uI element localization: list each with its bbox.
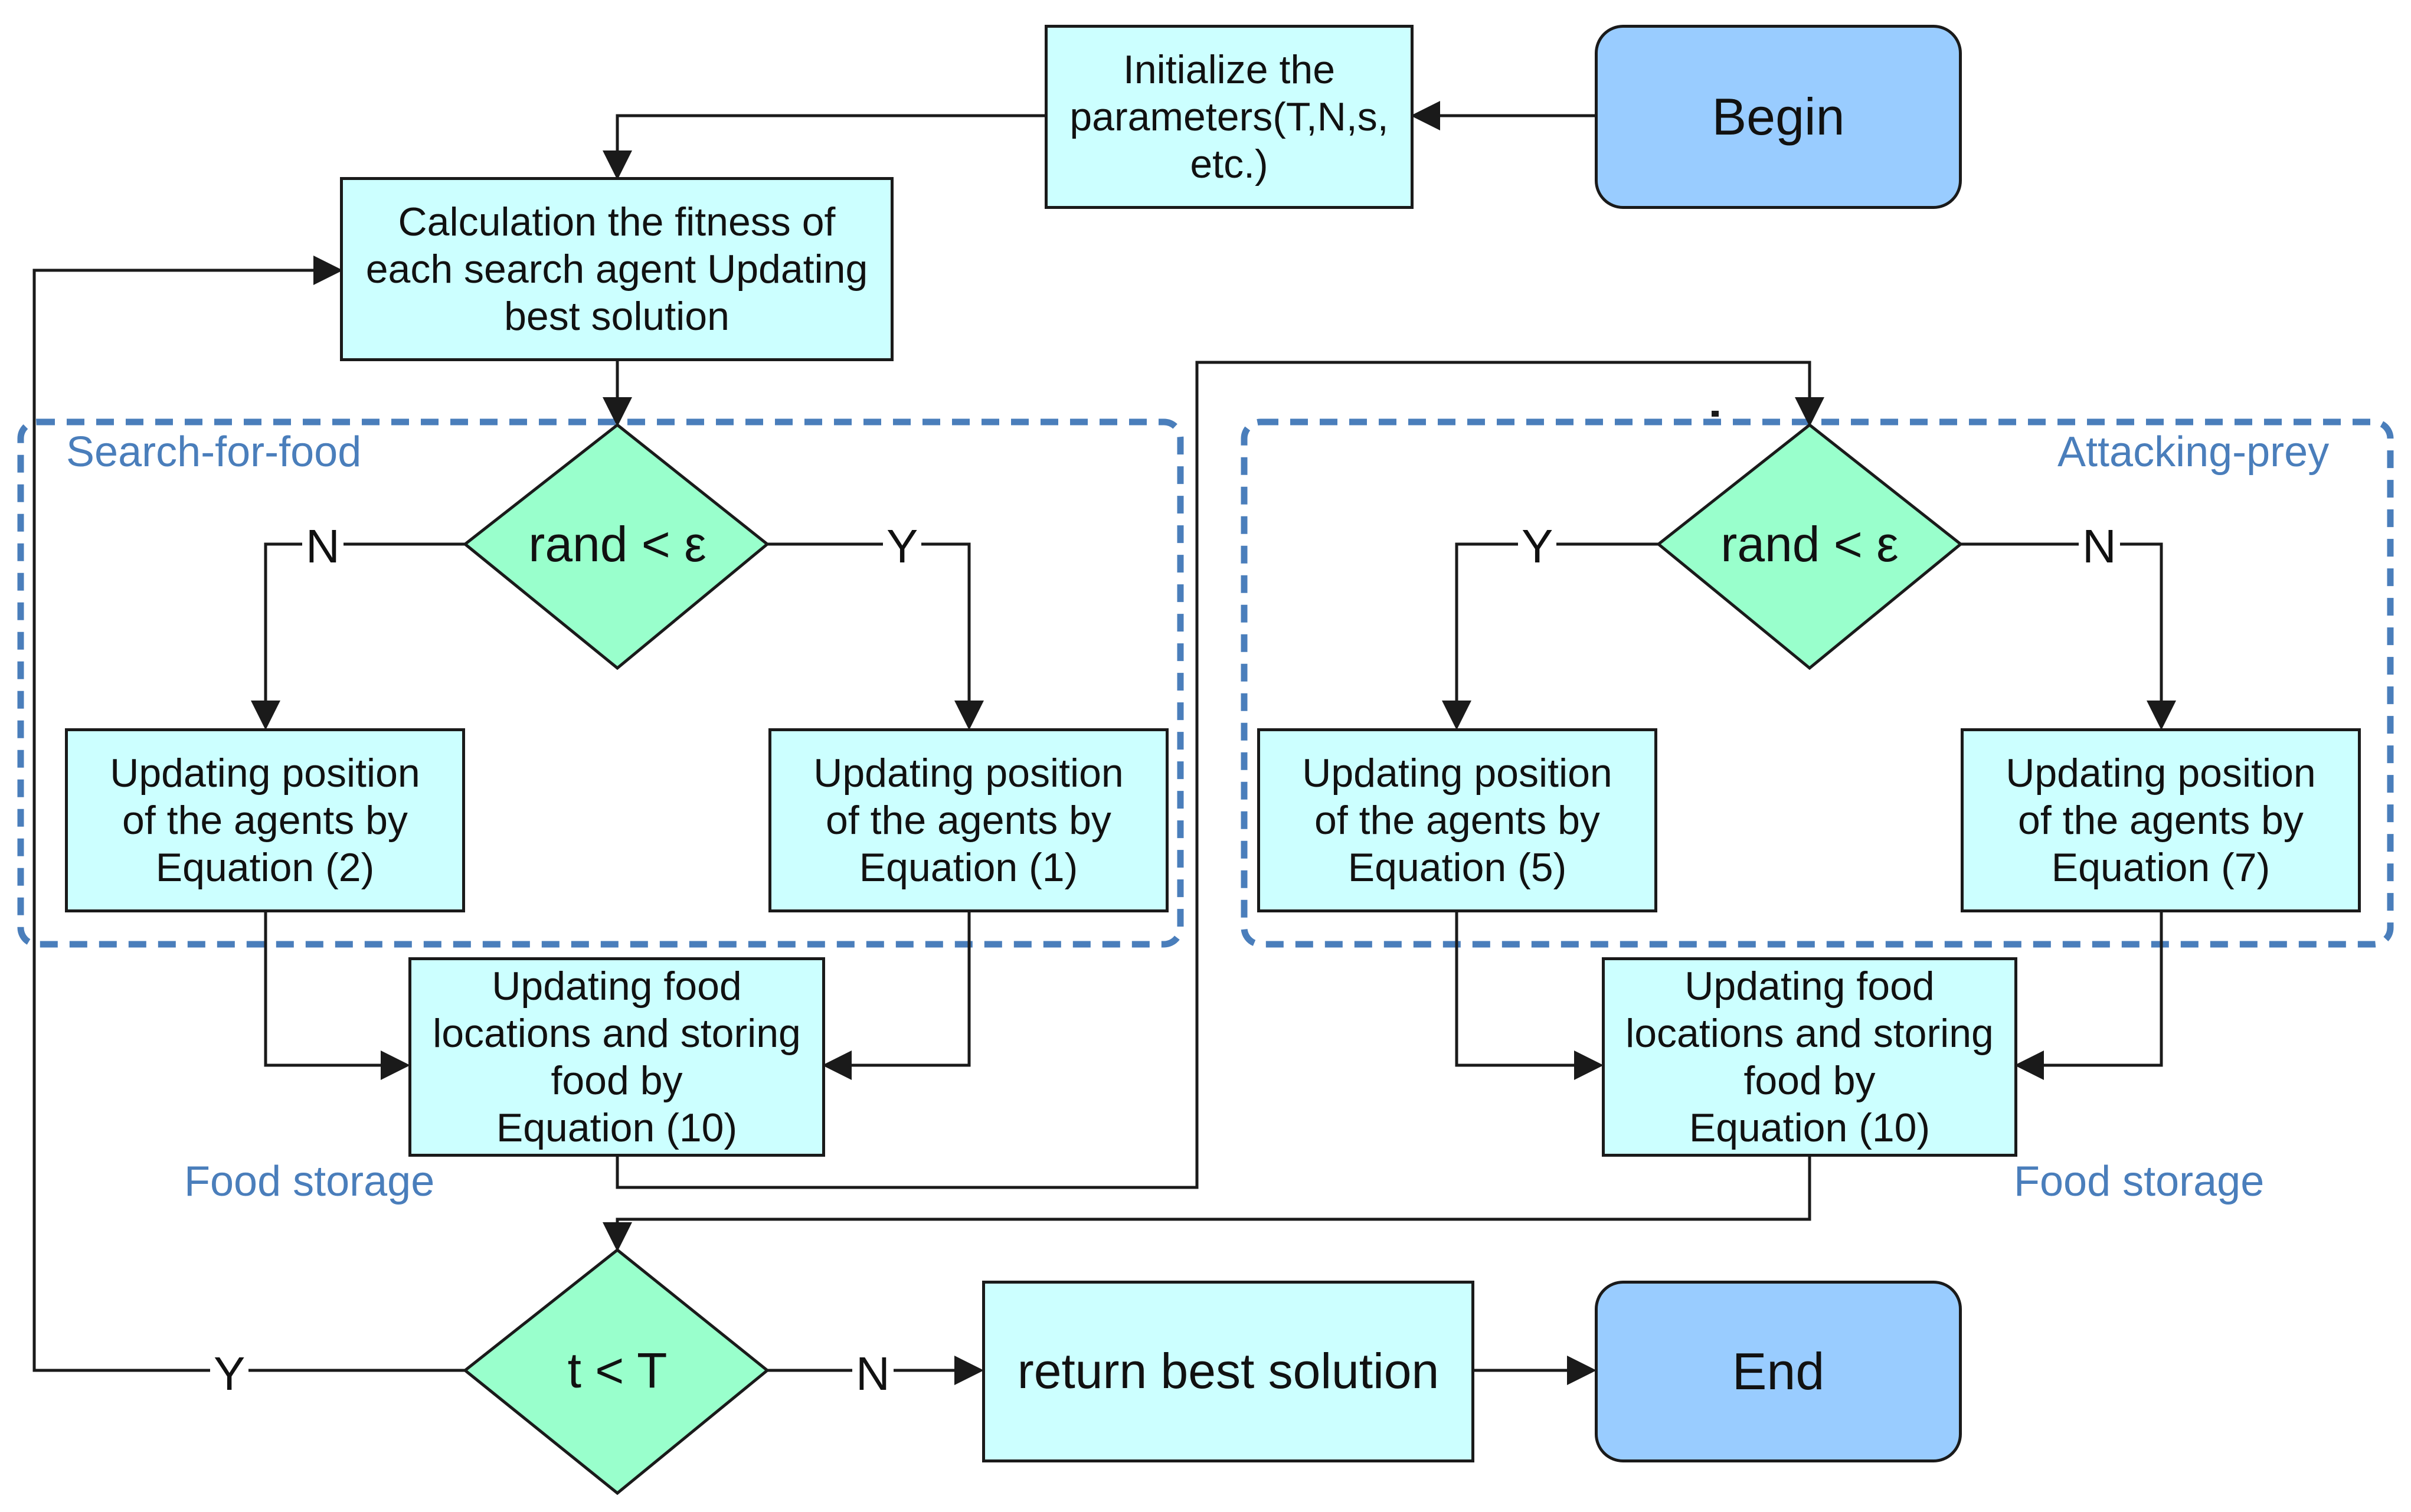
arrow-left-n-to-eq2 xyxy=(251,542,465,730)
edge-label-left-n: N xyxy=(302,523,344,570)
fitness-box: Calculation the fitness of each search a… xyxy=(340,177,894,361)
eq1-box: Updating position of the agents by Equat… xyxy=(768,728,1169,912)
region-label-search-for-food: Search-for-food xyxy=(66,428,362,476)
arrow-food-right-to-t-decision xyxy=(603,1157,1811,1252)
decision-diamond-left xyxy=(462,423,770,670)
arrow-init-to-fitness xyxy=(603,114,1045,180)
stray-dot xyxy=(1712,411,1719,417)
edge-label-left-y: Y xyxy=(883,523,922,570)
end-terminal: End xyxy=(1595,1281,1962,1462)
arrow-right-y-to-eq5 xyxy=(1442,542,1658,730)
arrow-eq7-to-food-right xyxy=(2014,912,2163,1080)
region-label-attacking-prey: Attacking-prey xyxy=(2057,428,2330,476)
eq5-box: Updating position of the agents by Equat… xyxy=(1257,728,1657,912)
arrow-loop-y-to-fitness xyxy=(32,256,465,1372)
region-label-food-storage-right: Food storage xyxy=(2014,1158,2265,1205)
decision-diamond-t xyxy=(462,1248,770,1495)
init-box: Initialize the parameters(T,N,s, etc.) xyxy=(1045,25,1414,209)
eq7-box: Updating position of the agents by Equat… xyxy=(1961,728,2361,912)
decision-diamond-right xyxy=(1656,423,1963,670)
edge-label-right-n: N xyxy=(2079,523,2120,570)
edge-label-loop-y: Y xyxy=(210,1350,249,1398)
edge-label-right-y: Y xyxy=(1518,523,1557,570)
arrow-left-y-to-eq1 xyxy=(767,542,984,730)
search-for-food-region xyxy=(17,418,1184,948)
food-left-box: Updating food locations and storing food… xyxy=(408,957,825,1157)
arrow-food-left-to-right-decision xyxy=(616,361,1824,1189)
region-label-food-storage-left: Food storage xyxy=(184,1158,435,1205)
return-box: return best solution xyxy=(982,1281,1474,1462)
eq2-box: Updating position of the agents by Equat… xyxy=(65,728,465,912)
arrow-right-n-to-eq7 xyxy=(1961,542,2176,730)
food-right-box: Updating food locations and storing food… xyxy=(1602,957,2017,1157)
arrow-eq2-to-food-left xyxy=(264,912,410,1080)
arrow-eq1-to-food-left xyxy=(822,912,971,1080)
edge-label-exit-n: N xyxy=(852,1350,894,1398)
begin-terminal: Begin xyxy=(1595,25,1962,209)
arrow-eq5-to-food-right xyxy=(1455,912,1604,1080)
